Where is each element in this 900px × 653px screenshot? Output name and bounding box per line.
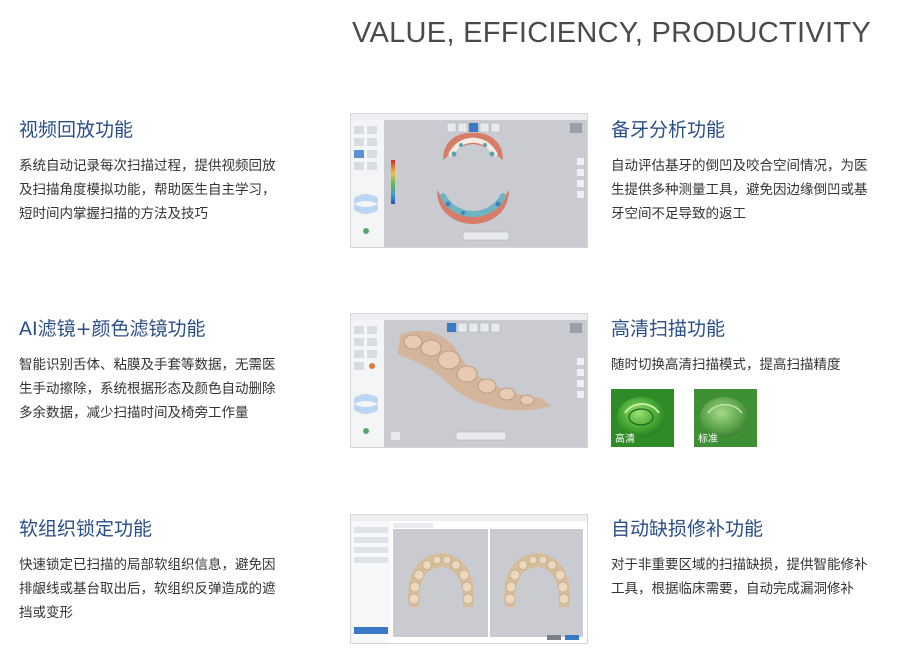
feature-title: AI滤镜+颜色滤镜功能 [19, 318, 206, 340]
feature-desc: 智能识别舌体、粘膜及手套等数据，无需医 生手动擦除，系统根据形态及颜色自动删除 … [19, 357, 276, 421]
feature-desc: 对于非重要区域的扫描缺损，提供智能修补 工具，根据临床需要，自动完成漏洞修补 [611, 557, 868, 597]
feature-title: 视频回放功能 [19, 119, 134, 141]
standard-label: 标准 [698, 434, 718, 445]
feature-soft-tissue-lock: 软组织锁定功能 快速锁定已扫描的局部软组织信息，避免因 排龈线或基台取出后，软组… [19, 514, 276, 625]
feature-title: 软组织锁定功能 [19, 518, 153, 540]
page-title: VALUE, EFFICIENCY, PRODUCTIVITY [352, 17, 872, 49]
feature-title: 自动缺损修补功能 [611, 518, 764, 540]
screenshot-ai-filter [350, 313, 588, 448]
standard-scan-thumbnail: 标准 [694, 389, 757, 447]
feature-ai-filter: AI滤镜+颜色滤镜功能 智能识别舌体、粘膜及手套等数据，无需医 生手动擦除，系统… [19, 314, 276, 425]
feature-hd-scan: 高清扫描功能 随时切换高清扫描模式，提高扫描精度 [611, 314, 841, 377]
feature-video-playback: 视频回放功能 系统自动记录每次扫描过程，提供视频回放 及扫描角度模拟功能，帮助医… [19, 115, 276, 226]
screenshot-occlusion-analysis [350, 113, 588, 248]
feature-desc: 系统自动记录每次扫描过程，提供视频回放 及扫描角度模拟功能，帮助医生自主学习， … [19, 158, 276, 222]
feature-prep-analysis: 备牙分析功能 自动评估基牙的倒凹及咬合空间情况，为医 生提供多种测量工具，避免因… [611, 115, 868, 226]
hd-label: 高清 [615, 434, 635, 445]
feature-title: 高清扫描功能 [611, 318, 726, 340]
feature-auto-repair: 自动缺损修补功能 对于非重要区域的扫描缺损，提供智能修补 工具，根据临床需要，自… [611, 514, 868, 601]
screenshot-soft-tissue-lock [350, 514, 588, 644]
feature-title: 备牙分析功能 [611, 119, 726, 141]
feature-desc: 自动评估基牙的倒凹及咬合空间情况，为医 生提供多种测量工具，避免因边缘倒凹或基 … [611, 158, 868, 222]
hd-scan-thumbnail: 高清 [611, 389, 674, 447]
feature-desc: 快速锁定已扫描的局部软组织信息，避免因 排龈线或基台取出后，软组织反弹造成的遮 … [19, 557, 276, 621]
feature-desc: 随时切换高清扫描模式，提高扫描精度 [611, 357, 841, 373]
